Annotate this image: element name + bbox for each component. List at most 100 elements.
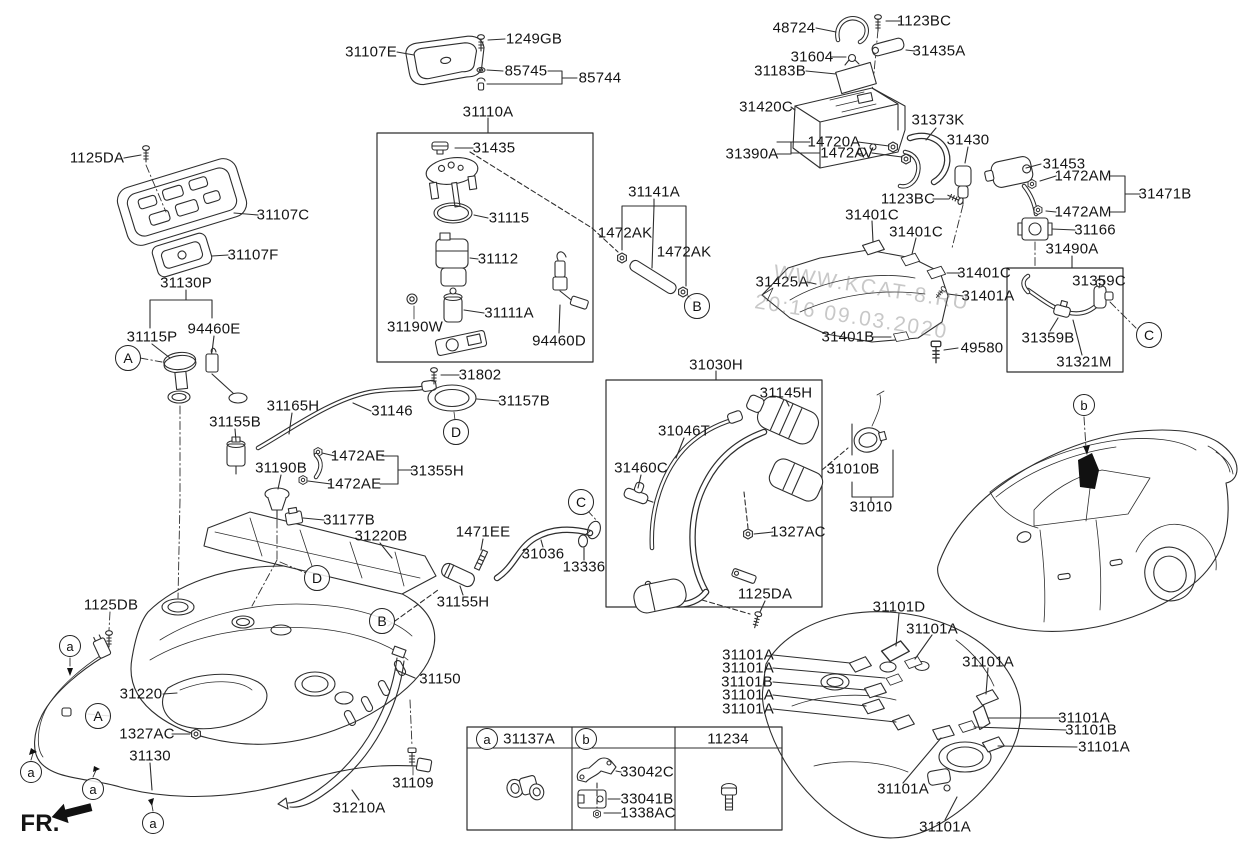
tank-band-31210A [277,645,407,810]
part-label: 31141A [628,183,680,201]
part-label: 49580 [960,339,1004,357]
part-label: 31355H [410,462,464,480]
part-label: 31101A [722,686,774,704]
part-label: 31373K [911,111,965,129]
part-label: 31165H [266,397,320,415]
fuel-tank-31150 [29,511,475,824]
part-label: 1472AK [597,224,653,242]
sender-and-plate-group [139,335,500,607]
part-label: 31101A [1078,738,1130,756]
part-label: 31110A [462,103,514,121]
part-label: 31101B [721,673,773,691]
hose-31155H-icon [441,562,475,588]
sender-94460E-icon [205,347,248,404]
callout-a: a [476,728,498,750]
heat-shield-31220B [203,511,437,595]
canister-protector-31425A [761,220,964,364]
part-label: 31321M [1056,353,1112,371]
fuel-cap-31010B-icon [853,427,887,453]
callout-C: C [568,489,594,515]
callout-a: a [142,812,164,834]
part-label: 31401B [821,328,875,346]
filter-31166-icon [1017,217,1053,241]
pump-flange-icon [425,157,479,208]
part-label: FR. [20,810,60,837]
part-label: 31802 [458,366,502,384]
clip-31604-icon [844,53,860,66]
part-label: 1249GB [505,30,563,48]
tube-31141A [591,198,692,300]
roof-component-marker [1078,453,1099,489]
part-label: 85745 [504,62,548,80]
part-label: 31101A [1058,709,1110,727]
part-label: 31150 [419,670,461,688]
part-label: 1327AC [119,725,175,743]
part-label: 31115 [488,209,530,227]
part-label: 31111A [484,304,534,322]
pad-31220 [162,673,268,730]
part-label: 31107C [256,206,310,224]
callout-D: D [443,419,469,445]
part-label: 31010 [849,498,893,516]
clamp-31137A-icon [506,775,545,801]
vapor-hose-box-31490A [1006,267,1137,373]
canister-assembly [776,14,1141,269]
air-filter-31453-icon [984,156,1034,188]
part-label: 1472AM [1054,203,1112,221]
grommet-85744-icon [476,77,486,91]
part-label: 31145H [759,384,813,402]
valve-31359C-icon [1093,278,1114,309]
clip-31177B-icon [284,506,304,526]
part-label: 33041B [620,790,674,808]
pump-tray-icon [434,329,488,357]
part-label: 31220 [119,685,163,703]
part-label: 31101A [877,780,929,798]
part-label: 1471EE [455,523,511,541]
car-illustration [937,416,1238,632]
pin-1471EE-icon [473,549,489,571]
part-label: 31190B [255,459,307,477]
part-label: 94460D [532,332,586,350]
part-label: 31107F [227,246,279,264]
pump-31112-icon [435,232,469,287]
part-label: 85744 [578,69,622,87]
part-label: 31010B [826,460,880,478]
part-label: 1125DB [83,596,139,614]
part-label: 31036 [521,545,565,563]
fuel-tube-harness-31130 [34,634,433,798]
part-label: 11234 [707,730,749,748]
part-label: 31401C [957,264,1011,282]
callout-A: A [115,345,141,371]
part-label: 31107E [345,43,397,61]
part-label: 31390A [725,145,779,163]
part-label: 48724 [772,19,816,37]
callout-C: C [1136,322,1162,348]
part-label: 31401C [889,223,943,241]
fr-direction-arrow [51,803,93,824]
screw-1123BC-icon [874,14,882,32]
valve-31435A-icon [871,37,905,57]
part-label: 1472AE [330,447,386,465]
part-label: 31155H [436,593,490,611]
filter-31111A-icon [443,287,463,323]
valve-31460C-icon [623,481,654,505]
part-label: 31146 [371,402,413,420]
part-label: 31401C [845,206,899,224]
part-label: 13336 [562,558,606,576]
part-label: 31425A [755,273,809,291]
part-label: 1123BC [896,12,952,30]
part-label: 31359C [1072,272,1126,290]
sensor-33041B-icon [577,789,607,809]
callout-a: a [82,778,104,800]
part-label: 31183B [754,62,806,80]
cover-plate-31107C [116,145,259,329]
callout-b: b [575,728,597,750]
callout-a: a [59,635,81,657]
part-label: 1472AE [326,475,382,493]
part-label: 94460E [187,320,241,338]
part-label: 31220B [354,527,408,545]
grommet-31190W-icon [406,293,418,305]
filler-neck-box-31030H [605,370,894,630]
screw-1125DA-icon [142,145,150,163]
